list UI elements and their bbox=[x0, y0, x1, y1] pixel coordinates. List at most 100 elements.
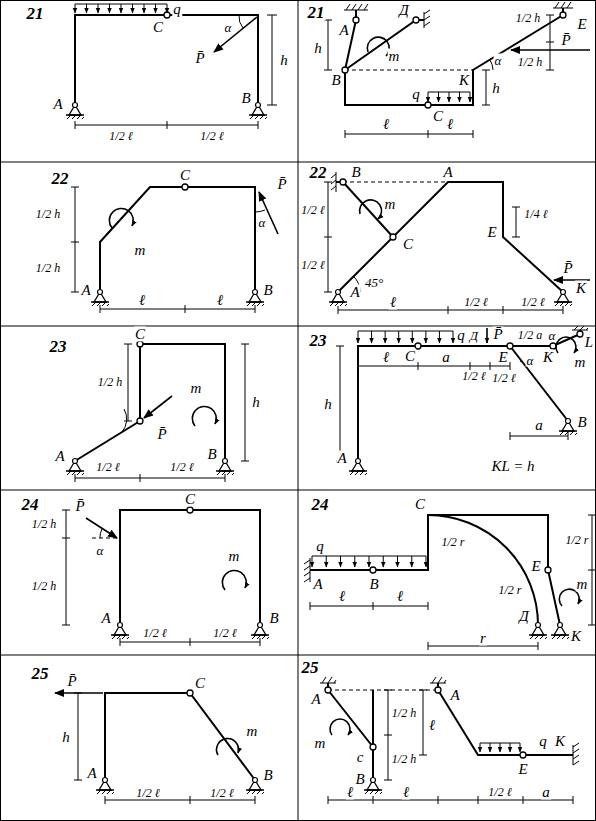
drawing-stroke bbox=[100, 187, 255, 292]
dimension-label: 1/2 r bbox=[440, 536, 465, 548]
point-label: B bbox=[576, 415, 587, 430]
drawing-stroke bbox=[358, 334, 580, 461]
dimension-label: 1/2 ℓ bbox=[135, 787, 160, 799]
point-label: K bbox=[570, 629, 582, 644]
point-label: m bbox=[190, 381, 203, 396]
drawing-stroke bbox=[371, 331, 372, 343]
problem-number: 24 bbox=[21, 496, 40, 513]
drawing-stroke bbox=[217, 739, 239, 755]
drawing-stroke bbox=[486, 328, 488, 343]
drawing-stroke bbox=[75, 474, 225, 482]
drawing-stroke bbox=[360, 200, 382, 219]
point-label: K bbox=[458, 73, 470, 88]
drawing-stroke bbox=[144, 4, 145, 13]
point-label: ℓ bbox=[216, 293, 224, 308]
point-label: m bbox=[384, 197, 397, 212]
drawing-stroke bbox=[75, 15, 258, 105]
distributed-load bbox=[358, 331, 453, 343]
drawing-stroke bbox=[324, 20, 332, 70]
problem-number: 22 bbox=[309, 164, 328, 181]
dimension-label: 1/2 ℓ bbox=[300, 259, 325, 271]
drawing-stroke bbox=[75, 421, 140, 461]
point-label: B bbox=[330, 73, 341, 88]
drawing-stroke bbox=[216, 459, 234, 476]
distributed-load bbox=[428, 92, 470, 102]
problem-number: 22 bbox=[51, 170, 70, 187]
drawing-stroke bbox=[428, 515, 538, 625]
drawing-stroke bbox=[573, 743, 579, 765]
angle-label: α bbox=[224, 21, 233, 34]
dimension-label: 1/2 ℓ bbox=[108, 130, 133, 142]
dimension-label: 1/2 ℓ bbox=[463, 296, 488, 308]
drawing-stroke bbox=[75, 121, 258, 129]
drawing-stroke bbox=[187, 507, 193, 513]
point-label: A bbox=[86, 766, 97, 781]
dimension-label: 1/2 ℓ bbox=[487, 786, 512, 798]
point-label: P̄ bbox=[276, 177, 287, 192]
point-label: m bbox=[228, 549, 241, 564]
drawing-stroke bbox=[344, 4, 368, 10]
drawing-stroke bbox=[385, 331, 386, 343]
drawing-stroke bbox=[553, 2, 573, 8]
point-label: C bbox=[404, 349, 416, 364]
dimension-label: 1/2 r bbox=[564, 534, 589, 546]
drawing-stroke bbox=[367, 37, 389, 56]
point-label: P̄ bbox=[156, 427, 167, 442]
drawing-stroke bbox=[255, 210, 265, 212]
drawing-stroke bbox=[328, 683, 373, 747]
drawing-stroke bbox=[390, 234, 396, 240]
drawing-stroke bbox=[267, 15, 277, 105]
point-label: B bbox=[350, 165, 361, 180]
point-label: ℓ bbox=[402, 785, 410, 800]
drawing-stroke bbox=[438, 92, 439, 102]
dimension-label: 1/2 ℓ bbox=[491, 372, 516, 384]
angle-label: α bbox=[526, 354, 535, 367]
drawing-stroke bbox=[577, 331, 583, 337]
point-label: C bbox=[184, 492, 196, 507]
drawing-stroke bbox=[62, 510, 70, 625]
point-label: K bbox=[542, 350, 554, 365]
drawing-stroke bbox=[222, 570, 246, 590]
point-label: A bbox=[336, 451, 347, 466]
drawing-stroke bbox=[426, 556, 427, 567]
point-label: P̄ bbox=[66, 674, 77, 689]
drawing-stroke bbox=[192, 406, 216, 426]
point-label: A bbox=[80, 283, 91, 298]
point-label: P̄ bbox=[194, 51, 205, 66]
point-label: B bbox=[368, 577, 379, 592]
dimension-label: 1/2 ℓ bbox=[300, 204, 325, 216]
drawing-stroke bbox=[546, 15, 554, 70]
drawing-stroke bbox=[304, 558, 310, 582]
point-label: B bbox=[268, 611, 279, 626]
drawing-stroke bbox=[109, 4, 110, 13]
angle-label: α bbox=[258, 216, 267, 229]
drawing-stroke bbox=[556, 337, 576, 353]
drawing-stroke bbox=[91, 290, 109, 307]
drawing-stroke bbox=[480, 743, 481, 752]
problem-number: 21 bbox=[26, 5, 45, 22]
drawing-stroke bbox=[100, 529, 102, 538]
point-label: P̄ bbox=[74, 499, 85, 514]
drawing-stroke bbox=[369, 556, 370, 567]
drawing-stroke bbox=[214, 17, 257, 52]
point-label: Д bbox=[398, 3, 410, 18]
dimension-label: 1/2 h bbox=[391, 707, 417, 719]
drawing-stroke bbox=[246, 778, 264, 795]
drawing-stroke bbox=[340, 556, 341, 567]
drawing-stroke bbox=[470, 92, 471, 102]
drawing-stroke bbox=[105, 693, 255, 780]
dimension-label: 1/2 h bbox=[31, 580, 57, 592]
drawing-stroke bbox=[326, 556, 327, 567]
drawing-stroke bbox=[490, 743, 491, 752]
distributed-load bbox=[480, 743, 520, 752]
drawing-stroke bbox=[137, 341, 143, 347]
point-label: h bbox=[279, 53, 289, 68]
drawing-stroke bbox=[338, 182, 563, 292]
distributed-load bbox=[75, 4, 167, 13]
point-label: A bbox=[310, 692, 321, 707]
point-label: a bbox=[441, 350, 451, 365]
drawing-stroke bbox=[398, 331, 399, 343]
problem-23-frame bbox=[66, 341, 249, 482]
